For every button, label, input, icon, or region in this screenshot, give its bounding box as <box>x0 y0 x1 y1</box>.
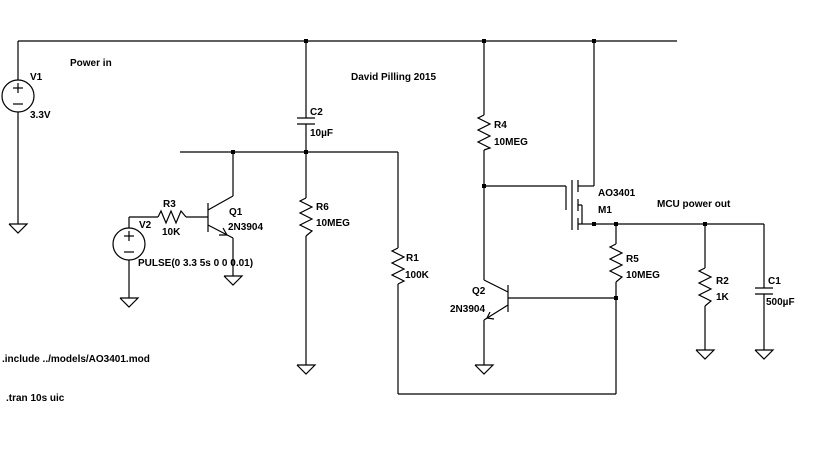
labels: Power in David Pilling 2015 MCU power ou… <box>2 58 795 404</box>
r6-resistor <box>298 197 314 237</box>
v2-voltage-source <box>112 227 146 261</box>
ground-symbols <box>8 223 775 375</box>
r3-resistor <box>157 209 187 225</box>
v2-value-label: PULSE(0 3.3 5s 0 0 0.01) <box>138 258 253 269</box>
r6-ref-label: R6 <box>316 202 329 213</box>
q1-transistor <box>207 195 234 239</box>
q1-ref-label: Q1 <box>229 207 243 218</box>
c1-ref-label: C1 <box>768 276 781 287</box>
m1-mosfet <box>565 180 583 230</box>
c1-capacitor <box>755 287 773 295</box>
r3-ref-label: R3 <box>163 199 176 210</box>
m1-ref-label: M1 <box>598 205 612 216</box>
r2-ref-label: R2 <box>716 276 729 287</box>
q2-ref-label: Q2 <box>472 286 486 297</box>
junctions <box>231 39 707 300</box>
v2-ref-label: V2 <box>139 220 152 231</box>
include-directive: .include ../models/AO3401.mod <box>2 354 150 365</box>
r4-resistor <box>476 114 492 151</box>
q2-transistor <box>483 279 509 321</box>
q1-value-label: 2N3904 <box>228 222 263 233</box>
r1-value-label: 100K <box>405 270 430 281</box>
c2-capacitor <box>297 117 315 125</box>
v1-voltage-source <box>1 79 35 113</box>
r5-ref-label: R5 <box>626 254 639 265</box>
m1-value-label: AO3401 <box>598 188 636 199</box>
r1-resistor <box>390 247 406 285</box>
author-label: David Pilling 2015 <box>351 72 436 83</box>
mcu-power-out-label: MCU power out <box>657 199 731 210</box>
power-in-label: Power in <box>70 58 112 69</box>
r2-value-label: 1K <box>716 292 730 303</box>
wires <box>17 40 765 395</box>
r1-ref-label: R1 <box>406 253 419 264</box>
r3-value-label: 10K <box>162 227 181 238</box>
r4-value-label: 10MEG <box>494 137 528 148</box>
v1-ref-label: V1 <box>30 72 43 83</box>
v1-value-label: 3.3V <box>30 110 51 121</box>
r5-value-label: 10MEG <box>626 270 660 281</box>
r2-resistor <box>697 267 713 307</box>
r6-value-label: 10MEG <box>316 218 350 229</box>
r5-resistor <box>608 243 624 283</box>
c2-value-label: 10µF <box>310 128 333 139</box>
c2-ref-label: C2 <box>310 107 323 118</box>
r4-ref-label: R4 <box>494 120 507 131</box>
tran-directive: .tran 10s uic <box>6 393 65 404</box>
q2-value-label: 2N3904 <box>450 304 485 315</box>
c1-value-label: 500µF <box>766 297 795 308</box>
